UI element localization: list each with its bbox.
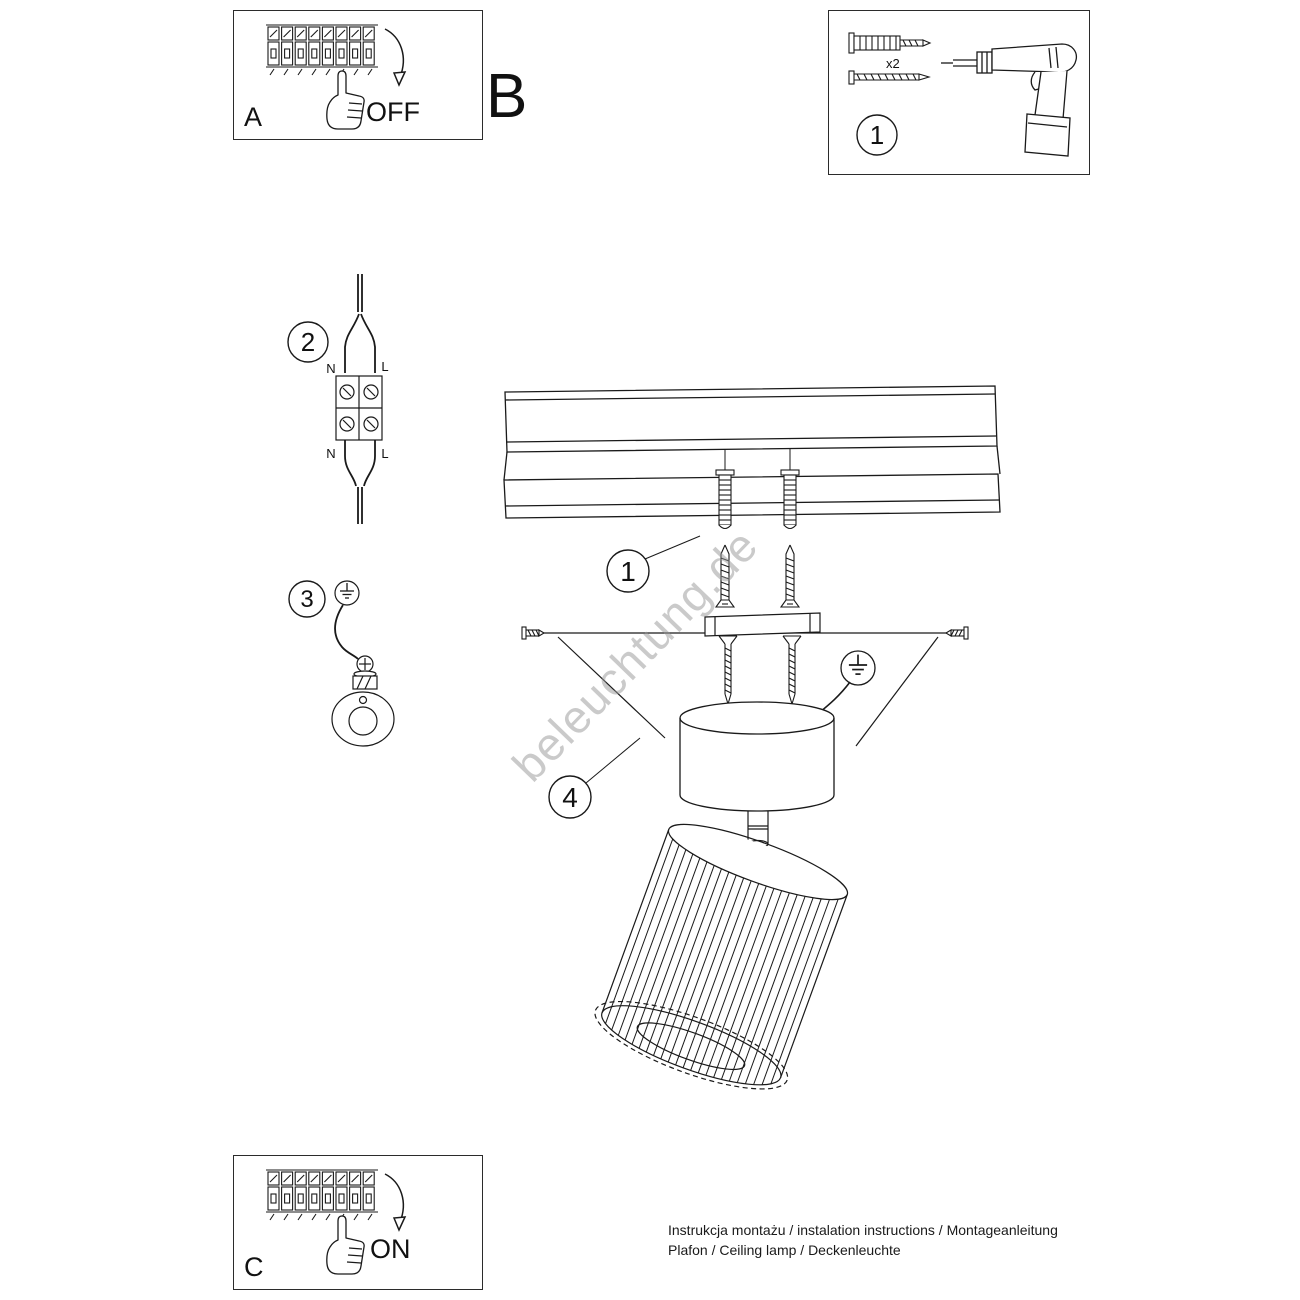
tools-step-number: 1 [870, 120, 884, 150]
step2-wiring-diagram: 2 N L N L [287, 274, 389, 524]
label-live-top: L [381, 359, 388, 374]
mounting-plate [331, 691, 395, 747]
step2-circle [287, 321, 329, 363]
cross-bracket [521, 612, 969, 747]
power-off-illustration: A OFF [244, 11, 420, 132]
section-b-label: B [486, 62, 528, 131]
footer-line1: Instrukcja montażu / instalation instruc… [668, 1222, 1058, 1238]
mounting-rail [503, 385, 1001, 519]
power-on-illustration: C ON [244, 1156, 411, 1282]
footer: Instrukcja montażu / instalation instruc… [668, 1220, 1058, 1260]
step3-circle [288, 580, 326, 618]
ground-symbol-icon [334, 580, 360, 606]
panel-c: C ON [233, 1155, 483, 1290]
tools-step-circle [856, 114, 898, 156]
step3-grounding-diagram: 3 [288, 580, 395, 747]
label-neutral-top: N [326, 361, 335, 376]
step2-number: 2 [301, 327, 315, 357]
bracket-screw-left-icon [521, 626, 545, 640]
bracket-screw-right-icon [945, 626, 969, 640]
power-on-label: ON [370, 1234, 411, 1264]
step1-leader-line [644, 535, 701, 560]
panel-a: A OFF [233, 10, 483, 140]
anchor-screw-left-icon [715, 544, 735, 608]
main-assembly-diagram: 1 [503, 385, 1001, 1090]
step1-number: 1 [620, 556, 636, 587]
lamp-shade [594, 823, 849, 1090]
wall-plug-left-icon [715, 469, 735, 530]
ground-symbol-icon [840, 650, 876, 686]
dowel-qty-label: x2 [886, 56, 900, 71]
step1-circle [606, 549, 650, 593]
canopy-screw-left-icon [718, 635, 738, 705]
panel-c-label: C [244, 1252, 264, 1282]
drill-icon [941, 43, 1078, 157]
ground-wire [334, 604, 359, 660]
terminal-block [335, 375, 383, 441]
step4-number: 4 [562, 782, 578, 813]
panel-a-label: A [244, 102, 262, 132]
step3-number: 3 [300, 586, 313, 613]
wall-plug-right-icon [780, 469, 800, 530]
tools-illustration: x2 [848, 32, 1078, 157]
screw-icon [848, 70, 931, 85]
canopy [679, 701, 835, 812]
supply-wires [344, 274, 376, 524]
label-live-bottom: L [381, 446, 388, 461]
power-off-label: OFF [366, 97, 420, 127]
footer-line2: Plafon / Ceiling lamp / Deckenleuchte [668, 1242, 901, 1258]
step4-circle [548, 775, 592, 819]
step4-leader-line [585, 737, 641, 784]
wall-plug-icon [848, 32, 932, 54]
shade-ribs [605, 838, 839, 1085]
label-neutral-bottom: N [326, 446, 335, 461]
canopy-screw-right-icon [782, 635, 802, 705]
ground-terminal [352, 655, 378, 690]
panel-tools: x2 [828, 10, 1090, 175]
anchor-screw-right-icon [780, 544, 800, 608]
